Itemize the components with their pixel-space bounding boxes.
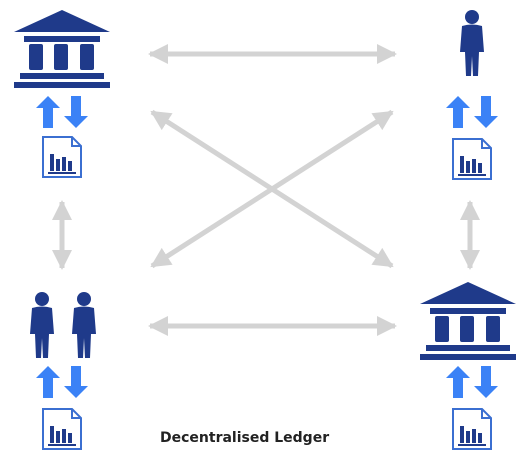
ledger-document-icon xyxy=(452,138,492,180)
node-top-right xyxy=(446,10,498,180)
ledger-document-icon xyxy=(42,408,82,450)
node-bottom-right xyxy=(420,282,516,450)
bank-icon xyxy=(420,282,516,360)
ledger-document-icon xyxy=(42,136,82,178)
arrow-diagonal-up xyxy=(150,109,394,269)
ledger-document-icon xyxy=(452,408,492,450)
node-top-left xyxy=(14,10,110,178)
bank-icon xyxy=(14,10,110,88)
transfer-arrows-icon xyxy=(446,366,498,398)
diagram-caption: Decentralised Ledger xyxy=(160,430,330,446)
transfer-arrows-icon xyxy=(446,96,498,128)
two-people-icon xyxy=(30,292,96,358)
person-icon xyxy=(460,10,484,76)
connection-arrows xyxy=(52,44,480,336)
transfer-arrows-icon xyxy=(36,96,88,128)
node-bottom-left xyxy=(30,292,96,450)
transfer-arrows-icon xyxy=(36,366,88,398)
